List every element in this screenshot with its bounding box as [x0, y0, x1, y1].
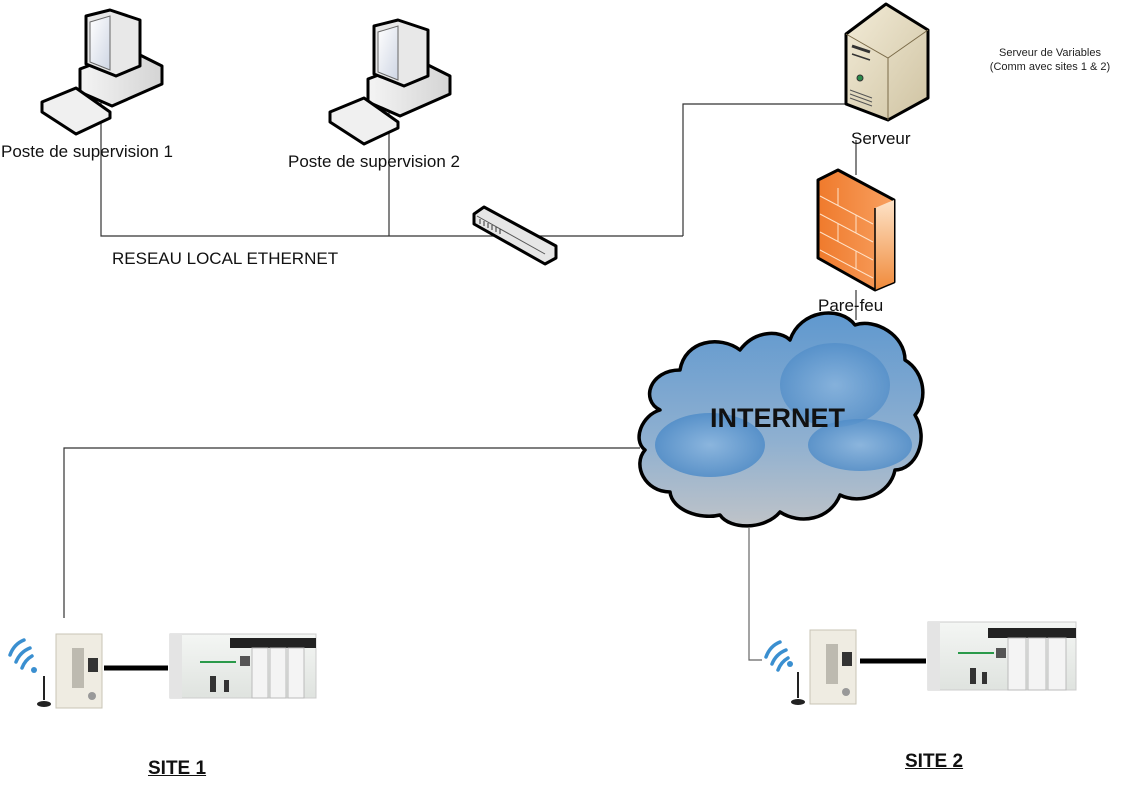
link-pc1-lan: [100, 75, 683, 237]
desktop-computer-icon[interactable]: [40, 8, 164, 136]
tower-server-icon[interactable]: [844, 2, 930, 122]
server-label: Serveur: [851, 129, 911, 148]
site2-equipment: [764, 621, 1077, 705]
network-switch-icon[interactable]: [472, 205, 558, 266]
internet-label: INTERNET: [710, 403, 845, 433]
wireless-modem-icon[interactable]: [764, 629, 857, 705]
firewall-label: Pare-feu: [818, 296, 884, 315]
site1-label: SITE 1: [148, 758, 207, 779]
pc1-label: Poste de supervision 1: [1, 142, 173, 161]
server-note-line1: Serveur de Variables: [999, 47, 1101, 59]
link-internet-site1: [63, 447, 640, 618]
cloud-icon[interactable]: [637, 311, 925, 528]
server-note-line2: (Comm avec sites 1 & 2): [989, 61, 1111, 73]
network-label: RESEAU LOCAL ETHERNET: [112, 249, 339, 268]
desktop-computer-icon[interactable]: [328, 18, 452, 146]
firewall-icon[interactable]: [816, 168, 896, 292]
plc-rack-icon[interactable]: [927, 621, 1077, 691]
wireless-modem-icon[interactable]: [8, 633, 103, 709]
link-internet-site2: [748, 528, 762, 661]
site2-label: SITE 2: [905, 751, 964, 772]
pc2-label: Poste de supervision 2: [288, 152, 460, 171]
plc-rack-icon[interactable]: [169, 633, 317, 699]
site1-equipment: [8, 633, 317, 709]
server-note: Serveur de Variables (Comm avec sites 1 …: [975, 46, 1125, 74]
